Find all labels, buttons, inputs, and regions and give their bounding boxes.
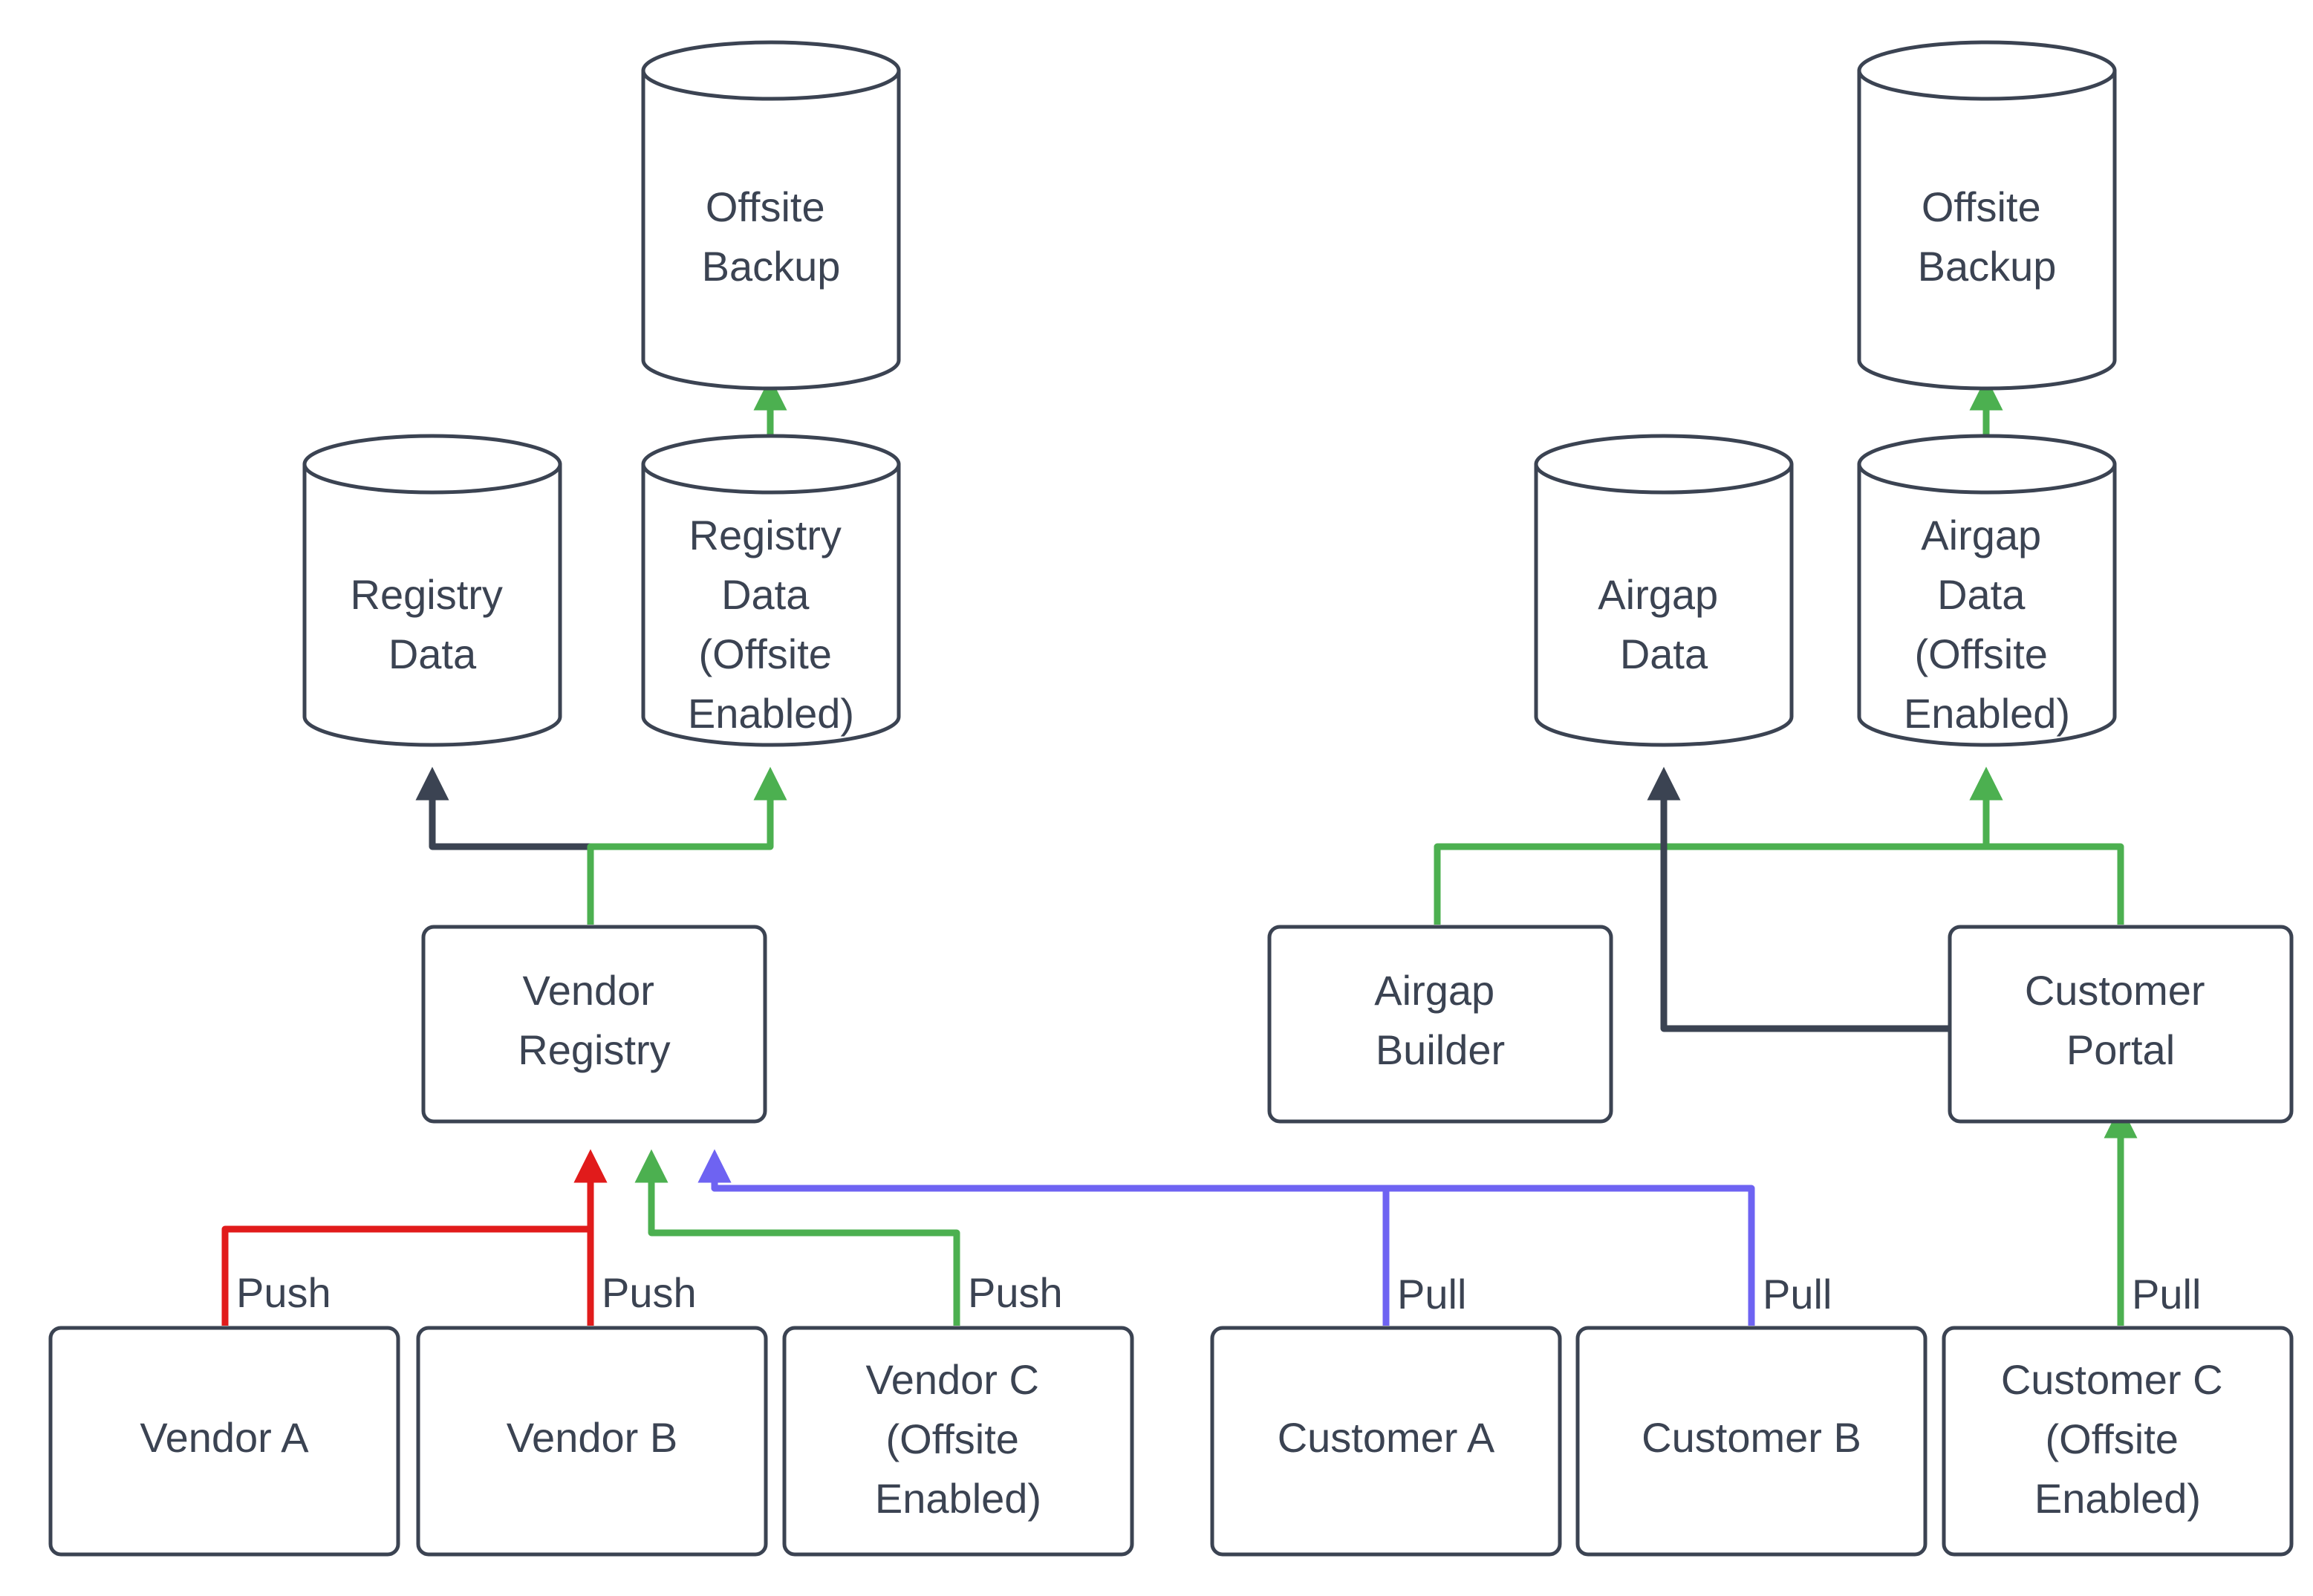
edge-customer-portal-to-airgap-data-offsite bbox=[1969, 766, 2124, 925]
node-label-offsite-backup-right: Offsite Backup bbox=[1918, 183, 2057, 290]
edge-label-vendor-c-push: Push bbox=[968, 1269, 1063, 1316]
edge-vendor-c-push bbox=[634, 1149, 960, 1326]
node-offsite-backup-right[interactable]: Offsite Backup bbox=[1857, 40, 2117, 391]
node-label-customer-b: Customer B bbox=[1642, 1414, 1861, 1461]
node-vendor-registry[interactable]: Vendor Registry bbox=[421, 925, 767, 1124]
node-vendor-b[interactable]: Vendor B bbox=[416, 1326, 768, 1557]
node-customer-b[interactable]: Customer B bbox=[1575, 1326, 1928, 1557]
node-customer-portal[interactable]: Customer Portal bbox=[1948, 925, 2294, 1124]
node-offsite-backup-left[interactable]: Offsite Backup bbox=[641, 40, 901, 391]
edge-label-group: Push Push Push Pull Pull Pull bbox=[230, 1269, 2245, 1323]
edge-customer-b-pull bbox=[697, 1149, 1755, 1326]
node-airgap-data[interactable]: Airgap Data bbox=[1534, 434, 1794, 747]
node-registry-data[interactable]: Registry Data bbox=[302, 434, 562, 747]
node-label-vendor-registry: Vendor Registry bbox=[518, 967, 670, 1073]
node-label-customer-portal: Customer Portal bbox=[2025, 967, 2216, 1073]
node-label-customer-a: Customer A bbox=[1278, 1414, 1495, 1461]
node-label-vendor-a: Vendor A bbox=[140, 1414, 309, 1461]
node-label-registry-data-offsite: Registry Data (Offsite Enabled) bbox=[688, 512, 854, 737]
edge-customer-portal-to-airgap-data bbox=[1647, 766, 1949, 1032]
edge-label-vendor-a-push: Push bbox=[236, 1269, 331, 1316]
node-vendor-a[interactable]: Vendor A bbox=[48, 1326, 400, 1557]
node-airgap-builder[interactable]: Airgap Builder bbox=[1267, 925, 1613, 1124]
node-label-airgap-data-offsite: Airgap Data (Offsite Enabled) bbox=[1904, 512, 2070, 737]
node-label-customer-c: Customer C (Offsite Enabled) bbox=[2001, 1356, 2234, 1522]
edge-label-vendor-b-push: Push bbox=[602, 1269, 697, 1316]
edge-label-customer-b-pull: Pull bbox=[1763, 1271, 1832, 1317]
node-label-offsite-backup-left: Offsite Backup bbox=[702, 183, 841, 290]
edge-label-customer-c-pull: Pull bbox=[2132, 1271, 2201, 1317]
node-customer-c[interactable]: Customer C (Offsite Enabled) bbox=[1942, 1326, 2294, 1557]
node-airgap-data-offsite[interactable]: Airgap Data (Offsite Enabled) bbox=[1857, 434, 2117, 747]
node-registry-data-offsite[interactable]: Registry Data (Offsite Enabled) bbox=[641, 434, 901, 747]
edge-airgap-builder-to-airgap-data-offsite bbox=[1434, 766, 2003, 925]
node-label-airgap-builder: Airgap Builder bbox=[1374, 967, 1506, 1073]
node-label-registry-data: Registry Data bbox=[351, 571, 515, 677]
edge-vendor-registry-to-registry-data bbox=[415, 766, 594, 925]
edge-vendor-registry-to-registry-data-offsite bbox=[587, 766, 787, 925]
node-vendor-c[interactable]: Vendor C (Offsite Enabled) bbox=[782, 1326, 1134, 1557]
edge-label-customer-a-pull: Pull bbox=[1397, 1271, 1466, 1317]
node-label-vendor-b: Vendor B bbox=[507, 1414, 677, 1461]
node-label-vendor-c: Vendor C (Offsite Enabled) bbox=[865, 1356, 1050, 1522]
node-label-airgap-data: Airgap Data bbox=[1598, 571, 1729, 677]
node-customer-a[interactable]: Customer A bbox=[1210, 1326, 1562, 1557]
